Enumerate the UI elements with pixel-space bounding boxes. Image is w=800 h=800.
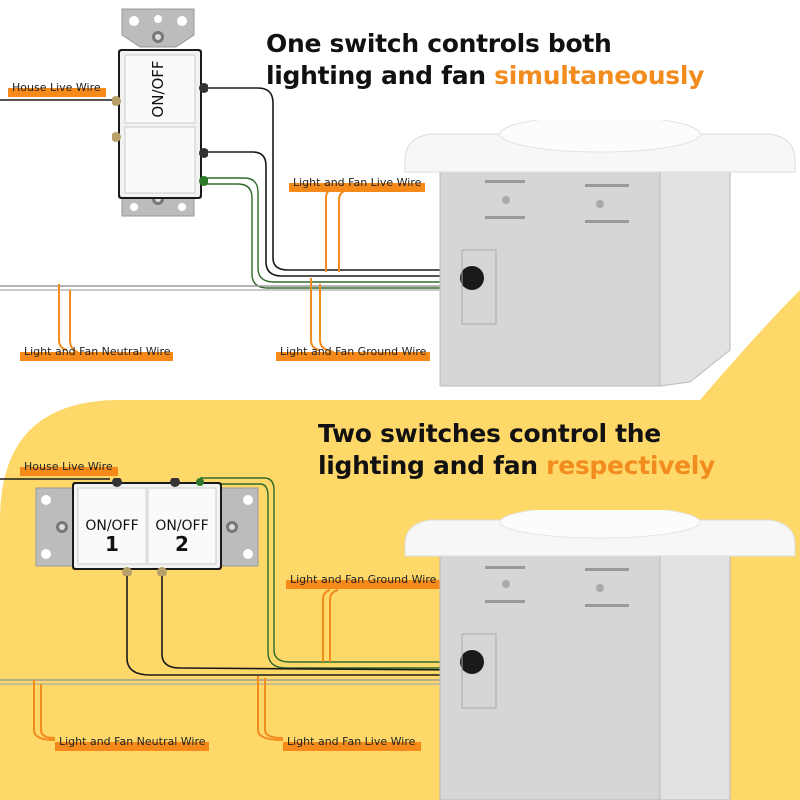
- bottom-title-prefix: lighting and fan: [318, 451, 547, 480]
- top-exhaust-fan: [404, 120, 796, 387]
- rocker-2: [147, 487, 217, 565]
- switch-1-number: 1: [105, 532, 119, 556]
- bottom-title: Two switches control the lighting and fa…: [318, 418, 715, 482]
- bottom-title-line2: lighting and fan respectively: [318, 450, 715, 482]
- top-title-accent: simultaneously: [494, 61, 705, 90]
- terminal-screw: [199, 148, 208, 158]
- switch-2-label: ON/OFF 2: [148, 518, 216, 554]
- bottom-exhaust-fan: [404, 510, 796, 800]
- top-black-wire-2: [204, 151, 468, 277]
- terminal-screw: [199, 83, 208, 93]
- terminal-screw: [112, 96, 121, 106]
- top-wiring: [0, 87, 468, 353]
- bottom-label-ground: Light and Fan Ground Wire: [286, 574, 440, 589]
- top-label-ground: Light and Fan Ground Wire: [276, 346, 430, 361]
- bottom-label-house-live: House Live Wire: [20, 461, 118, 476]
- top-title: One switch controls both lighting and fa…: [266, 28, 704, 92]
- top-label-live: Light and Fan Live Wire: [289, 177, 425, 192]
- top-green-wire-1: [204, 177, 468, 283]
- switch-2-number: 2: [175, 532, 189, 556]
- top-title-line2: lighting and fan simultaneously: [266, 60, 704, 92]
- bottom-label-live: Light and Fan Live Wire: [283, 736, 421, 751]
- top-black-wire-1: [204, 87, 468, 271]
- bottom-title-line1: Two switches control the: [318, 419, 661, 448]
- top-label-house-live: House Live Wire: [8, 82, 106, 97]
- bottom-label-neutral: Light and Fan Neutral Wire: [55, 736, 209, 751]
- switch-1-onoff: ON/OFF: [85, 518, 139, 534]
- bottom-title-accent: respectively: [546, 451, 716, 480]
- top-dual-rocker-switch[interactable]: [112, 5, 208, 220]
- top-title-prefix: lighting and fan: [266, 61, 495, 90]
- switch-1-label: ON/OFF 1: [78, 518, 146, 554]
- bottom-dual-rocker-switch[interactable]: [34, 478, 260, 576]
- top-title-line1: One switch controls both: [266, 29, 612, 58]
- switch-2-onoff: ON/OFF: [155, 518, 209, 534]
- rocker-1: [77, 487, 147, 565]
- top-switch-label: ON/OFF: [149, 60, 167, 118]
- top-green-wire-2: [204, 183, 468, 289]
- cable-grommet: [460, 266, 484, 290]
- bottom-wiring: [0, 477, 469, 741]
- terminal-screw: [199, 176, 208, 186]
- terminal-screw: [112, 132, 121, 142]
- cable-grommet: [460, 650, 484, 674]
- top-label-neutral: Light and Fan Neutral Wire: [20, 346, 173, 361]
